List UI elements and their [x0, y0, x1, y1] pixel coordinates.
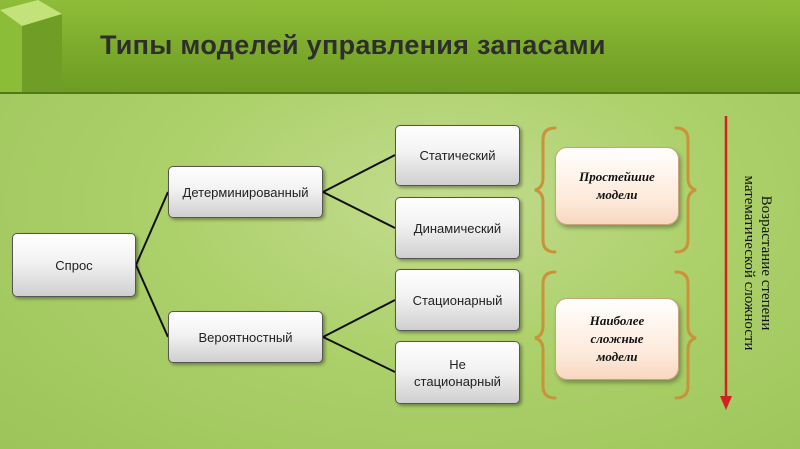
node-nonstationary: Не стационарный — [395, 341, 520, 404]
node-deterministic: Детерминированный — [168, 166, 323, 218]
complexity-axis-label-1: Возрастание степени — [758, 195, 774, 330]
node-static-label: Статический — [419, 148, 496, 163]
title-bar: Типы моделей управления запасами — [0, 0, 800, 94]
result-simplest-label-2: модели — [596, 187, 638, 202]
brace-icons — [534, 126, 697, 400]
node-stationary: Стационарный — [395, 269, 520, 331]
node-dynamic: Динамический — [395, 197, 520, 259]
node-deterministic-label: Детерминированный — [182, 184, 309, 200]
result-complex-label-3: модели — [596, 349, 638, 364]
node-demand-label: Спрос — [55, 257, 93, 273]
node-probabilistic-label: Вероятностный — [198, 329, 293, 345]
complexity-axis-label: Возрастание степени математической сложн… — [732, 140, 782, 385]
result-complex-label-2: сложные — [590, 331, 644, 346]
complexity-axis-label-2: математической сложности — [741, 175, 757, 350]
result-complex-label-1: Наиболее — [589, 313, 645, 328]
node-demand: Спрос — [12, 233, 136, 297]
cube-decoration-icon — [0, 0, 62, 92]
node-static: Статический — [395, 125, 520, 186]
node-dynamic-label: Динамический — [413, 220, 502, 236]
result-simplest-label-1: Простейшие — [579, 169, 655, 184]
result-complex-models: Наиболее сложные модели — [555, 298, 679, 380]
node-nonstationary-label-2: стационарный — [414, 373, 501, 389]
node-probabilistic: Вероятностный — [168, 311, 323, 363]
complexity-arrow-icon — [720, 116, 732, 410]
result-simplest-models: Простейшие модели — [555, 147, 679, 225]
page-title: Типы моделей управления запасами — [100, 30, 606, 60]
node-nonstationary-label-1: Не — [449, 356, 466, 372]
node-stationary-label: Стационарный — [412, 292, 503, 308]
